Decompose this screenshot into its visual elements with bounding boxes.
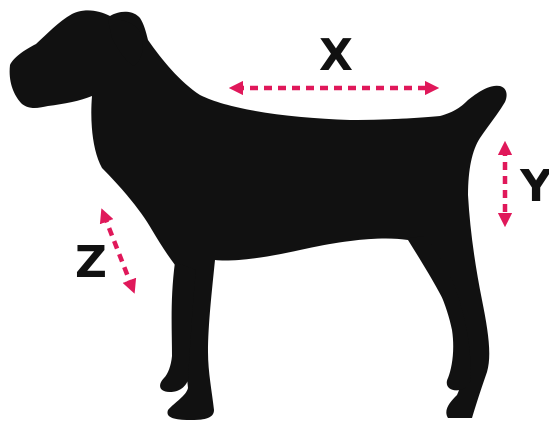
dog-body bbox=[10, 10, 507, 420]
dog-silhouette-icon bbox=[10, 10, 507, 420]
double-headed-arrow-icon bbox=[104, 215, 132, 287]
measure-y-group: Y bbox=[505, 148, 549, 220]
measure-x-label: X bbox=[319, 30, 353, 81]
measure-y-label: Y bbox=[519, 161, 549, 212]
measure-x-group: X bbox=[236, 30, 432, 88]
measure-z-label: Z bbox=[75, 237, 107, 288]
measure-z-group: Z bbox=[75, 215, 132, 288]
